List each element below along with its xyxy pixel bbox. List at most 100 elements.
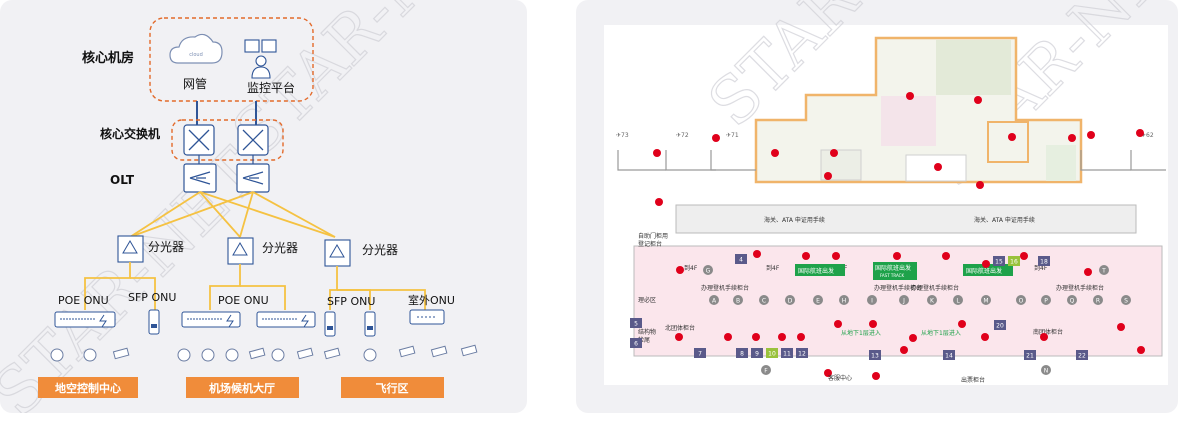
red-location-dot [824,172,832,180]
red-location-dot [653,149,661,157]
red-location-dot [1084,268,1092,276]
checkin-label: 办理登机手续柜台 [911,284,959,292]
dome-camera-icon [50,348,64,362]
counter-marker [733,295,743,305]
customs-label: 海关、ATA 申证用手续 [764,216,825,224]
onu-label: 室外ONU [408,293,455,307]
bullet-camera-icon [323,347,341,360]
onu-label: POE ONU [218,294,269,307]
numbered-box [1076,350,1088,360]
ticket-label: 出票柜台 [961,376,985,384]
red-location-dot [1136,129,1144,137]
dome-camera-icon [177,348,191,362]
counter-letter: L [956,298,960,305]
zone-airfield [341,377,444,398]
red-location-dot [830,149,838,157]
numbered-box-label: 15 [995,259,1003,266]
dome-camera-icon [201,348,215,362]
topology-diagram: STAR-NET STAR-NET 核心机房 cloud 网管 监控平台 核心交… [0,0,516,413]
outdoor-onu-device [409,309,445,325]
numbered-box-label: 16 [1010,259,1018,266]
checkin-label: 办理登机手续柜台 [874,284,922,292]
core-switch-box [171,119,284,161]
numbered-box [694,348,706,358]
numbered-box [993,256,1005,266]
red-location-dot [906,92,914,100]
counter-letter: K [930,298,935,305]
red-location-dot [832,252,840,260]
red-location-dot [824,369,832,377]
checkin-label: 办理登机手续柜台 [1056,284,1104,292]
red-location-dot [724,333,732,341]
service-center-label: 客服中心 [828,374,852,382]
cloud-icon: cloud [169,33,223,64]
numbered-box [1038,256,1050,266]
numbered-box-label: 6 [634,341,638,348]
red-location-dot [900,346,908,354]
red-location-dot [1040,333,1048,341]
onu-label: SFP ONU [327,295,375,308]
red-location-dot [1087,131,1095,139]
red-location-dot [974,96,982,104]
zone-label: 飞行区 [376,381,409,395]
red-location-dot [771,149,779,157]
core-room-box [149,17,314,102]
numbered-box-label: 4 [739,257,743,264]
counter-letter: G [706,268,711,275]
numbered-box-label: 20 [996,323,1004,330]
bullet-camera-icon [430,345,448,358]
zone-label: 机场候机大厅 [209,381,275,395]
counter-marker [927,295,937,305]
customs-band [675,204,1137,234]
b1-entry-label: 从地下1层进入 [841,329,881,337]
red-location-dot [981,333,989,341]
red-location-dot [1068,134,1076,142]
monitor-label: 监控平台 [247,80,295,95]
numbered-box-label: 5 [634,321,638,328]
lost-found-label: 结构物 [638,328,656,336]
to-4f-label: 到4F [766,265,780,272]
counter-marker [839,295,849,305]
numbered-box-label: 18 [1040,259,1048,266]
fiber-links [129,191,336,238]
counter-letter: E [816,298,820,305]
floor-plan-map: STAR-NET STAR-NET ✈73 ✈72 ✈71 ✈62 海关、ATA… [604,0,1178,385]
olt-icon [236,163,270,193]
red-location-dot [778,333,786,341]
numbered-box-label: 12 [798,351,806,358]
svg-text:FAST TRACK: FAST TRACK [880,273,904,278]
numbered-box [751,348,763,358]
numbered-box-label: 13 [871,353,879,360]
numbered-box-label: 9 [755,351,759,358]
b1-entry-label: 从地下1层进入 [921,329,961,337]
numbered-box [766,348,778,358]
group-counter-label: 南团体柜台 [1033,328,1063,336]
counter-letter: O [1019,298,1024,305]
numbered-box-label: 21 [1026,353,1034,360]
svg-text:STAR-NET: STAR-NET [0,135,275,413]
sfp-onu-device [364,311,376,337]
counter-marker [709,295,719,305]
red-location-dot [1137,346,1145,354]
red-location-dot [909,334,917,342]
numbered-box [1008,256,1020,266]
numbered-box [796,348,808,358]
to-4f-label: 到4F [1034,265,1048,272]
sfp-onu-device [324,311,336,337]
numbered-box [736,348,748,358]
counter-marker [899,295,909,305]
zone-label: 地空控制中心 [55,381,121,395]
red-location-dot [675,333,683,341]
counter-marker [759,295,769,305]
counter-letter: F [764,368,768,375]
counter-marker [1016,295,1026,305]
counter-letter: D [788,298,793,305]
counter-letter: C [762,298,766,305]
counter-marker [813,295,823,305]
poe-onu-device [256,311,316,328]
drop-links [84,262,426,310]
red-location-dot [976,181,984,189]
counter-letter: S [1124,298,1128,305]
red-location-dot [1117,323,1125,331]
